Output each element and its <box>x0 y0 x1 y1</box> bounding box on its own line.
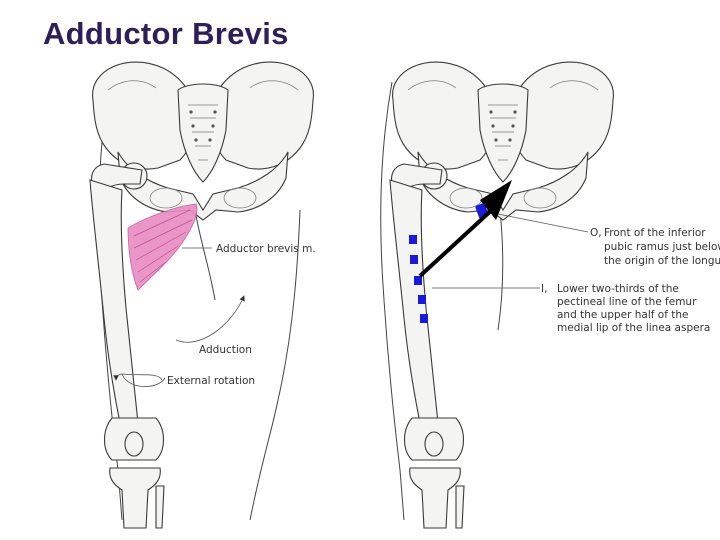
left-pelvis <box>92 61 314 221</box>
muscle-label: Adductor brevis m. <box>216 243 316 255</box>
insertion-line-3: and the upper half of the <box>557 309 689 321</box>
insertion-to-origin-arrow <box>418 180 512 278</box>
insertion-line-2: pectineal line of the femur <box>557 296 697 308</box>
left-figure <box>89 61 314 529</box>
insertion-markers <box>409 235 428 323</box>
external-rotation-label: External rotation <box>167 375 255 387</box>
origin-line-1: Front of the inferior <box>604 227 706 239</box>
origin-marker-label: O, <box>590 227 602 239</box>
insertion-marker-label: I, <box>541 283 547 295</box>
insertion-line-1: Lower two-thirds of the <box>557 283 679 295</box>
right-figure <box>380 61 614 529</box>
origin-line-2: pubic ramus just below <box>604 241 720 253</box>
right-femur <box>389 162 465 529</box>
origin-line-3: the origin of the longus <box>604 255 720 267</box>
slide-title: Adductor Brevis <box>43 16 289 51</box>
insertion-line-4: medial lip of the linea aspera <box>557 322 710 334</box>
adductor-brevis-muscle <box>127 203 198 291</box>
adduction-label: Adduction <box>199 344 252 356</box>
adduction-arrow <box>175 295 245 343</box>
